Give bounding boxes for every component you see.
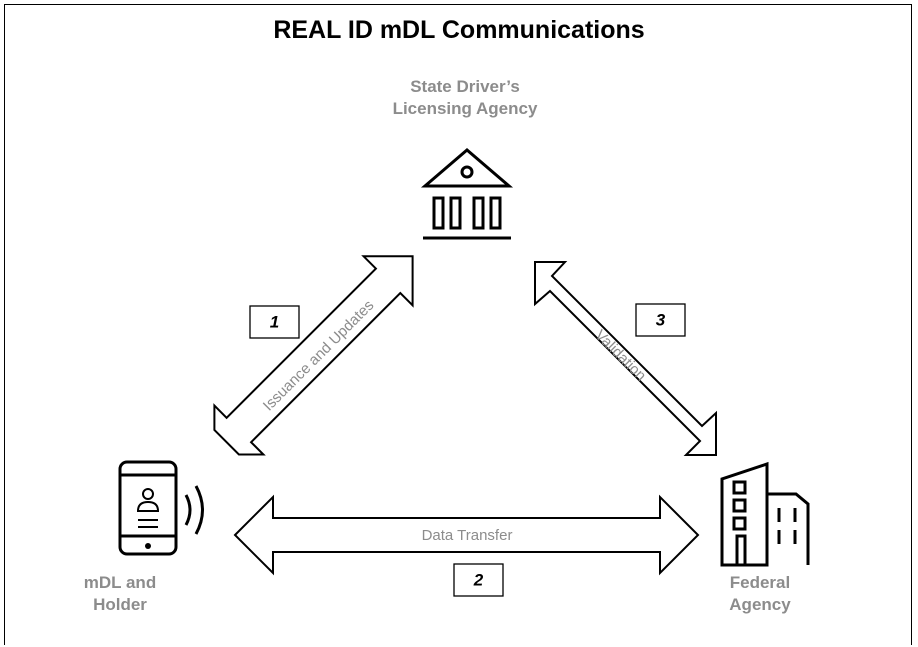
state-agency-label-line2: Licensing Agency: [392, 99, 538, 118]
mdl-holder-label-line1: mDL and: [83, 573, 157, 592]
federal-agency-label: Federal Agency: [700, 572, 820, 616]
data-transfer-arrow: Data Transfer: [233, 494, 700, 576]
number-3: 3: [656, 310, 666, 329]
state-agency-label: State Driver’s Licensing Agency: [360, 76, 570, 120]
issuance-arrow: Issuance and Updates: [213, 255, 414, 456]
office-building-icon: [720, 461, 810, 567]
state-agency-label-line1: State Driver’s: [410, 77, 520, 96]
number-box-3: 3: [635, 303, 686, 337]
number-2: 2: [473, 570, 484, 589]
mdl-holder-label-line2: Holder: [93, 595, 147, 614]
number-box-2: 2: [453, 563, 504, 597]
data-transfer-label: Data Transfer: [422, 527, 513, 544]
federal-agency-label-line1: Federal: [729, 573, 791, 592]
mdl-holder-label: mDL and Holder: [60, 572, 180, 616]
number-1: 1: [270, 312, 279, 331]
diagram-frame: [4, 4, 912, 645]
number-box-1: 1: [249, 305, 300, 339]
validation-arrow: Validation: [534, 261, 717, 456]
government-building-icon: [420, 148, 514, 240]
mobile-phone-icon: [118, 460, 204, 556]
federal-agency-label-line2: Agency: [729, 595, 791, 614]
diagram-title: REAL ID mDL Communications: [273, 16, 645, 44]
